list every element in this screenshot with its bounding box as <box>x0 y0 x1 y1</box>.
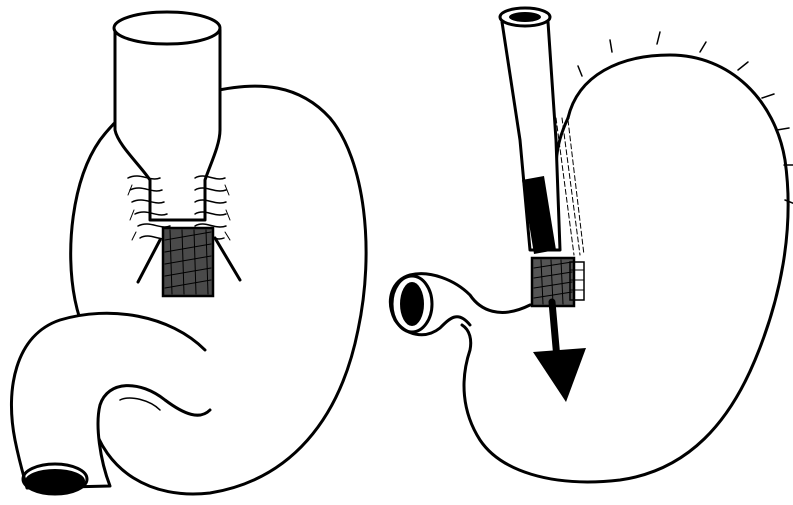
left-stomach-body <box>71 86 366 494</box>
left-esophagus-top-opening <box>114 12 220 44</box>
right-duodenum-opening <box>400 282 424 326</box>
right-stomach-body <box>462 55 788 482</box>
left-stomach-diagram <box>11 12 366 494</box>
left-band-block <box>163 228 213 296</box>
right-stomach-diagram <box>390 8 793 482</box>
